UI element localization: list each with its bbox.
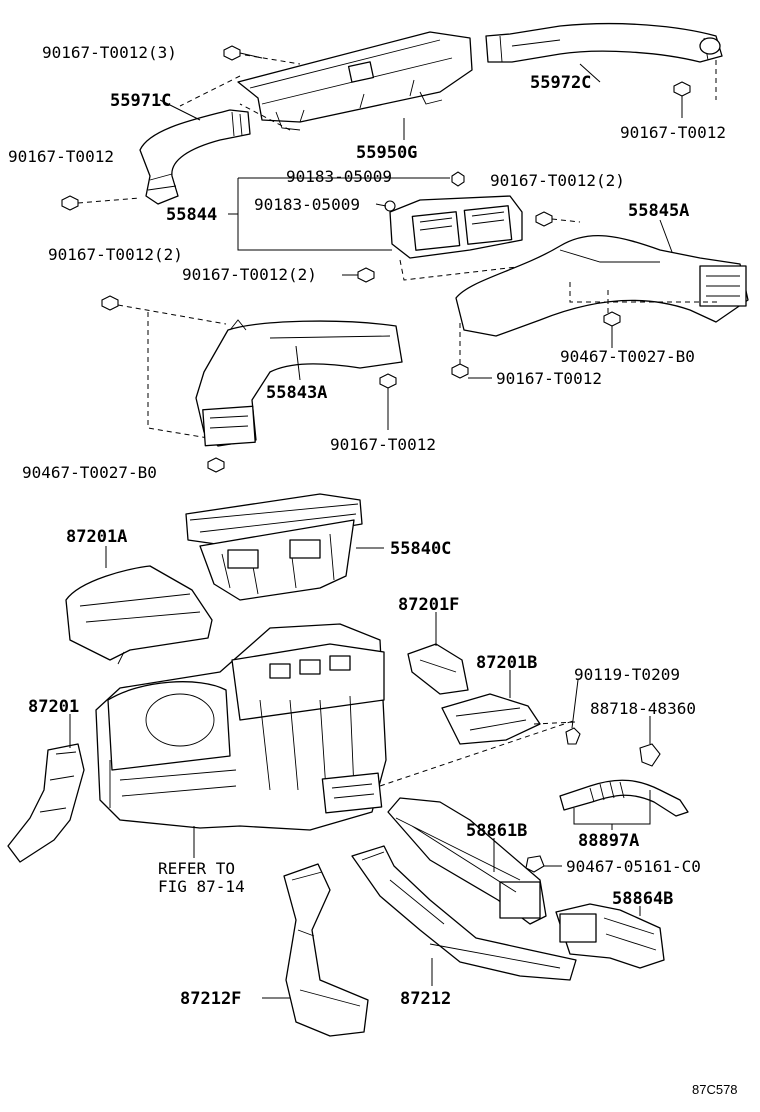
label-90167-t0012-b: 90167-T0012 — [620, 123, 726, 142]
hose-88897a — [559, 779, 689, 830]
label-90119-t0209: 90119-T0209 — [574, 665, 680, 684]
defroster-nozzle-55950g — [237, 31, 473, 131]
screw-90119-t0209 — [565, 679, 581, 745]
duct-55972c — [485, 22, 723, 63]
label-90467-t0027-b0-right: 90467-T0027-B0 — [560, 347, 695, 366]
label-90183-05009-a: 90183-05009 — [286, 167, 392, 186]
duct-55845a — [455, 235, 749, 337]
label-55843a: 55843A — [266, 383, 327, 403]
figure-code: 87C578 — [692, 1082, 738, 1097]
heater-unit — [95, 623, 387, 858]
leader-lines — [159, 63, 673, 381]
label-90167-t0012-2-mid: 90167-T0012(2) — [182, 265, 317, 284]
register-55844 — [389, 195, 561, 281]
clip-90467-t0027-b0-right — [603, 311, 621, 348]
duct-55971c — [139, 109, 251, 205]
label-58864b: 58864B — [612, 889, 673, 909]
label-88897a: 88897A — [578, 831, 639, 851]
duct-87212f — [262, 863, 369, 1037]
label-90167-t0012-center: 90167-T0012 — [330, 435, 436, 454]
bolt-90167-t0012-2-left — [101, 295, 227, 439]
label-90167-t0012-lower-right: 90167-T0012 — [496, 369, 602, 388]
duct-87201 — [7, 714, 85, 863]
label-55844: 55844 — [166, 205, 217, 225]
label-55845a: 55845A — [628, 201, 689, 221]
bolt-90167-t0012-center — [379, 373, 397, 430]
label-90467-t0027-b0-left: 90467-T0027-B0 — [22, 463, 157, 482]
label-90183-05009-b: 90183-05009 — [254, 195, 360, 214]
label-58861b: 58861B — [466, 821, 527, 841]
bolt-90167-t0012-3 — [223, 45, 263, 61]
bolt-90167-t0012-2-upper — [535, 211, 581, 227]
screw-90183-05009-b — [384, 200, 396, 212]
clamp-88718-48360 — [639, 716, 661, 767]
label-55840c: 55840C — [390, 539, 451, 559]
label-87212f: 87212F — [180, 989, 241, 1009]
label-fig-reference: FIG 87-14 — [158, 877, 245, 896]
label-90467-05161-c0: 90467-05161-C0 — [566, 857, 701, 876]
duct-87201b — [441, 670, 541, 745]
label-55971c: 55971C — [110, 91, 171, 111]
label-90167-t0012-3: 90167-T0012(3) — [42, 43, 177, 62]
duct-55843a — [195, 319, 403, 447]
bolt-90167-t0012-2-mid — [342, 267, 375, 283]
clip-90467-05161-c0 — [525, 855, 562, 873]
label-87201f: 87201F — [398, 595, 459, 615]
screw-90183-05009-a — [451, 171, 465, 187]
label-refer-to: REFER TO — [158, 859, 235, 878]
bolt-90167-t0012-right — [673, 81, 691, 118]
air-duct-55840c — [185, 493, 384, 601]
label-87201: 87201 — [28, 697, 79, 717]
duct-87212 — [351, 845, 577, 986]
bolt-90167-t0012-lower-right — [451, 320, 492, 379]
duct-58861b — [387, 797, 547, 925]
duct-58864b — [555, 903, 665, 969]
clip-90467-t0027-b0-left — [207, 457, 225, 473]
label-90167-t0012-2-left: 90167-T0012(2) — [48, 245, 183, 264]
label-87212: 87212 — [400, 989, 451, 1009]
duct-87201a — [65, 546, 213, 665]
label-90167-t0012-2-upper: 90167-T0012(2) — [490, 171, 625, 190]
label-87201b: 87201B — [476, 653, 537, 673]
label-88718-48360: 88718-48360 — [590, 699, 696, 718]
label-87201a: 87201A — [66, 527, 127, 547]
label-55950g: 55950G — [356, 143, 417, 163]
bolt-90167-t0012-left — [61, 195, 141, 211]
label-55972c: 55972C — [530, 73, 591, 93]
duct-87201f — [407, 612, 469, 695]
label-90167-t0012-a: 90167-T0012 — [8, 147, 114, 166]
